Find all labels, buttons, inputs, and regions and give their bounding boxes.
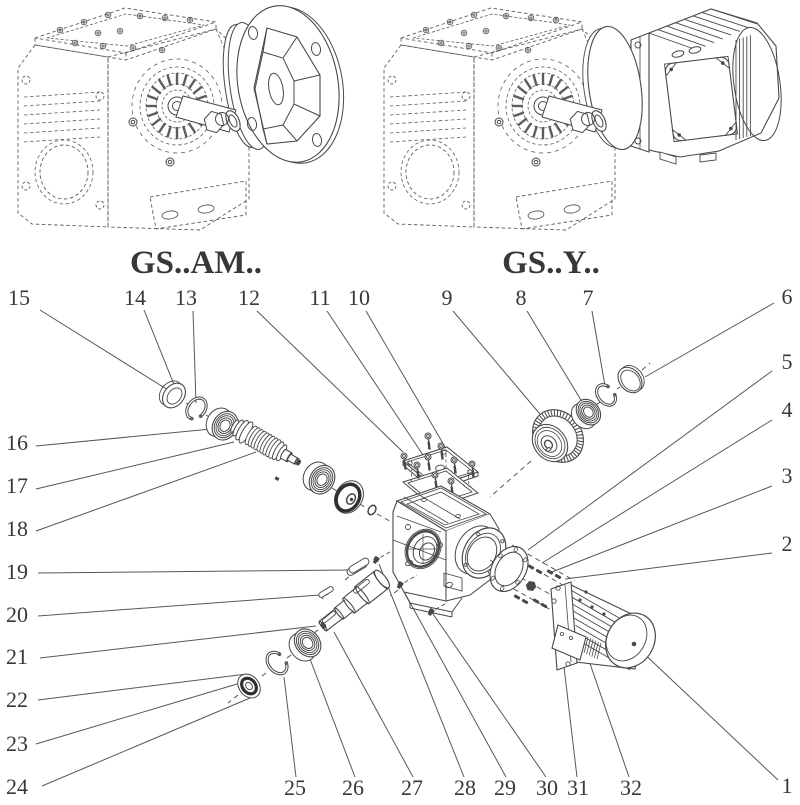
- svg-text:28: 28: [454, 775, 476, 800]
- svg-text:11: 11: [309, 285, 330, 310]
- svg-text:3: 3: [782, 463, 793, 488]
- svg-text:16: 16: [6, 430, 28, 455]
- svg-text:25: 25: [284, 775, 306, 800]
- svg-text:14: 14: [124, 285, 146, 310]
- svg-text:6: 6: [782, 284, 793, 309]
- svg-text:19: 19: [6, 559, 28, 584]
- svg-text:2: 2: [782, 531, 793, 556]
- svg-text:12: 12: [238, 285, 260, 310]
- svg-text:30: 30: [536, 775, 558, 800]
- svg-text:26: 26: [342, 775, 364, 800]
- svg-text:15: 15: [8, 285, 30, 310]
- svg-text:22: 22: [6, 687, 28, 712]
- svg-text:7: 7: [583, 285, 594, 310]
- svg-text:20: 20: [6, 602, 28, 627]
- svg-text:18: 18: [6, 516, 28, 541]
- svg-text:21: 21: [6, 644, 28, 669]
- svg-text:29: 29: [494, 775, 516, 800]
- svg-text:24: 24: [6, 774, 28, 799]
- svg-text:4: 4: [782, 397, 793, 422]
- svg-text:GS..AM..: GS..AM..: [130, 245, 262, 281]
- svg-text:27: 27: [401, 775, 423, 800]
- svg-text:8: 8: [516, 285, 527, 310]
- svg-text:32: 32: [620, 775, 642, 800]
- svg-text:1: 1: [782, 773, 793, 798]
- svg-text:GS..Y..: GS..Y..: [502, 245, 600, 281]
- svg-text:31: 31: [567, 775, 589, 800]
- svg-text:5: 5: [782, 349, 793, 374]
- svg-text:9: 9: [442, 285, 453, 310]
- svg-text:17: 17: [6, 473, 28, 498]
- svg-text:23: 23: [6, 731, 28, 756]
- svg-text:13: 13: [175, 285, 197, 310]
- svg-text:10: 10: [348, 285, 370, 310]
